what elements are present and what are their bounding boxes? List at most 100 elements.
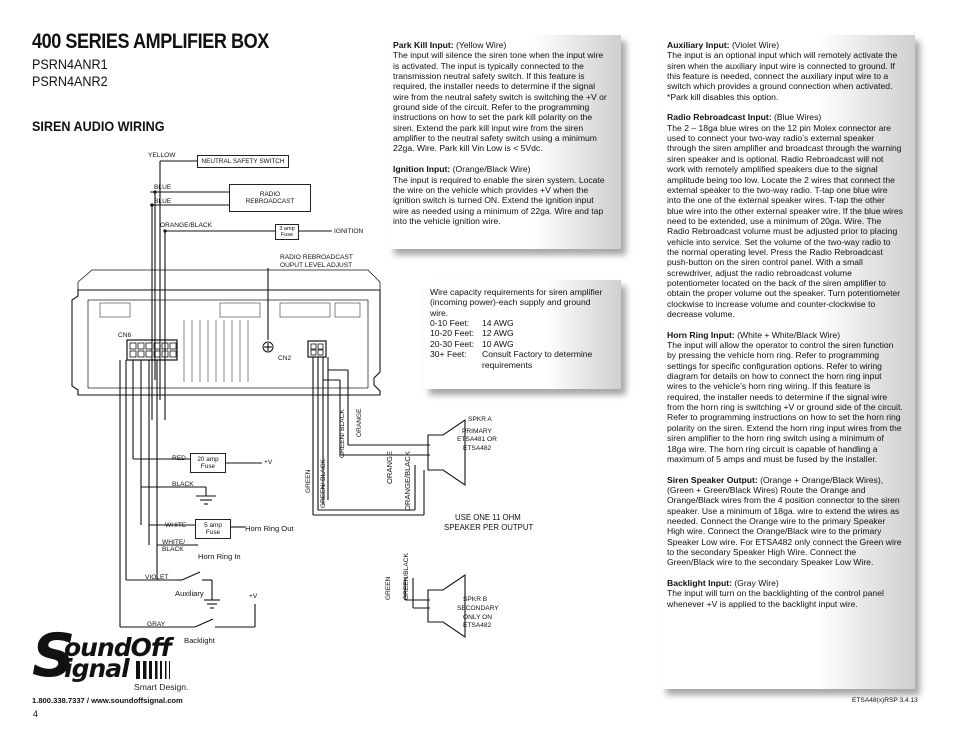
wire-gauge: Consult Factory to determine requirement… xyxy=(482,349,593,370)
label-blue-2: BLUE xyxy=(154,198,172,205)
radio-rebroadcast-body: The 2 – 18ga blue wires on the 12 pin Mo… xyxy=(667,122,903,319)
phone-website: 1.800.338.7337 / www.soundoffsignal.com xyxy=(32,696,183,705)
label-cn2: CN2 xyxy=(278,355,292,362)
label-radio-adjust-1: RADIO REBROADCAST xyxy=(280,254,353,261)
wire-length: 10-20 Feet: xyxy=(430,328,474,339)
table-row: 30+ Feet: Consult Factory to determine re… xyxy=(430,349,607,370)
section-title: SIREN AUDIO WIRING xyxy=(32,118,165,134)
backlight-body: The input will turn on the backlighting … xyxy=(667,588,884,609)
logo-line-2: ignal xyxy=(64,654,130,683)
auxiliary-title: Auxiliary Input: xyxy=(667,40,730,50)
label-use-one-11-ohm: USE ONE 11 OHM xyxy=(455,513,521,522)
siren-speaker-body: Route the Orange and Orange/Black wires … xyxy=(667,484,902,568)
label-red: RED xyxy=(172,455,186,462)
horn-ring-color: (White + White/Black Wire) xyxy=(734,329,841,340)
horn-ring-title: Horn Ring Input: xyxy=(667,329,735,340)
park-kill-paragraph: Park Kill Input: (Yellow Wire)The input … xyxy=(393,40,608,154)
wire-gauge: 14 AWG xyxy=(482,318,514,329)
label-orange-black: ORANGE/BLACK xyxy=(160,222,213,229)
radio-rebroadcast-title: Radio Rebroadcast Input: xyxy=(667,112,772,123)
wire-gauge: 10 AWG xyxy=(482,338,514,349)
radio-rebroadcast-box: RADIO REBROADCAST xyxy=(229,184,311,212)
wire-gauge: 12 AWG xyxy=(482,328,514,339)
wire-capacity-table: 0-10 Feet: 14 AWG 10-20 Feet: 12 AWG 20-30… xyxy=(430,318,607,370)
logo-bars xyxy=(136,661,170,679)
label-violet: VIOLET xyxy=(145,574,169,581)
label-only-on: ONLY ON xyxy=(463,614,493,621)
label-green-vertical-1: GREEN xyxy=(305,469,312,493)
fuse-3amp: 3 amp Fuse xyxy=(275,224,299,240)
label-orange-black-vertical-2: ORANGE/BLACK xyxy=(403,451,412,511)
wire-length: 0-10 Feet: xyxy=(430,318,470,329)
park-kill-title: Park Kill Input: xyxy=(393,40,454,50)
siren-speaker-paragraph: Siren Speaker Output: (Orange + Orange/B… xyxy=(667,475,903,568)
logo-line-1: oundOff xyxy=(64,633,172,662)
ignition-paragraph: Ignition Input: (Orange/Black Wire)The i… xyxy=(393,164,608,226)
park-kill-color: (Yellow Wire) xyxy=(453,40,507,50)
siren-speaker-color: (Orange + Orange/Black Wires), (Green + … xyxy=(667,474,884,495)
label-radio-adjust-2: OUPUT LEVEL ADJUST xyxy=(280,262,353,269)
label-primary: PRIMARY xyxy=(462,428,492,435)
label-horn-ring-in: Horn Ring In xyxy=(198,552,241,561)
fuse-5amp: 5 amp Fuse xyxy=(195,519,231,539)
label-yellow: YELLOW xyxy=(148,152,176,159)
wire-length: 30+ Feet: xyxy=(430,349,467,360)
auxiliary-paragraph: Auxiliary Input: (Violet Wire)The input … xyxy=(667,40,903,102)
label-spkr-a: SPKR A xyxy=(468,416,492,423)
fuse-20amp: 20 amp Fuse xyxy=(190,453,226,473)
label-plus-v-2: +V xyxy=(249,593,258,600)
label-speaker-per-output: SPEAKER PER OUTPUT xyxy=(444,523,534,532)
wire-length: 20-30 Feet: xyxy=(430,338,474,349)
ignition-body: The input is required to enable the sire… xyxy=(393,174,605,226)
label-auxiliary: Auxiliary xyxy=(175,589,204,598)
label-blue-1: BLUE xyxy=(154,184,172,191)
radio-rebroadcast-paragraph: Radio Rebroadcast Input: (Blue Wires)The… xyxy=(667,112,903,319)
horn-ring-body: The input will allow the operator to con… xyxy=(667,340,903,464)
park-kill-body: The input will silence the siren tone wh… xyxy=(393,50,607,154)
label-etsa482-b: ETSA482 xyxy=(463,622,492,629)
label-orange-vertical-2: ORANGE xyxy=(385,451,394,484)
label-black: BLACK xyxy=(172,481,194,488)
auxiliary-color: (Violet Wire) xyxy=(729,40,780,50)
label-backlight: Backlight xyxy=(184,636,215,645)
logo-tagline: Smart Design. xyxy=(134,682,189,692)
ignition-title: Ignition Input: xyxy=(393,164,451,175)
wire-capacity-box: Wire capacity requirements for siren amp… xyxy=(424,280,621,389)
horn-ring-paragraph: Horn Ring Input: (White + White/Black Wi… xyxy=(667,330,903,464)
page-number: 4 xyxy=(33,709,39,719)
label-cn6: CN6 xyxy=(118,332,132,339)
backlight-color: (Gray Wire) xyxy=(731,578,779,589)
auxiliary-body: The input is an optional input which wil… xyxy=(667,50,898,102)
document-code: ETSA48(x)RSP 3.4.13 xyxy=(852,697,918,704)
label-secondary: SECONDARY xyxy=(457,605,499,612)
label-green-black-vertical-2: GREEN/ BLACK xyxy=(320,459,327,508)
label-etsa481-or: ETSA481 OR xyxy=(457,436,497,443)
label-etsa482-a: ETSA482 xyxy=(463,445,492,452)
label-horn-ring-out: Horn Ring Out xyxy=(245,524,294,533)
table-row: 10-20 Feet: 12 AWG xyxy=(430,328,607,338)
table-row: 20-30 Feet: 10 AWG xyxy=(430,339,607,349)
page-title: 400 SERIES AMPLIFIER BOX xyxy=(32,30,269,53)
input-descriptions-box: Auxiliary Input: (Violet Wire)The input … xyxy=(661,35,915,689)
label-white-black: WHITE/ BLACK xyxy=(162,539,186,554)
label-ignition: IGNITION xyxy=(334,228,364,235)
wire-capacity-intro: Wire capacity requirements for siren amp… xyxy=(430,287,603,318)
label-white: WHITE xyxy=(165,522,187,529)
model-number-2: PSRN4ANR2 xyxy=(32,73,108,89)
ignition-color: (Orange/Black Wire) xyxy=(450,164,531,175)
siren-speaker-title: Siren Speaker Output: xyxy=(667,474,758,485)
park-kill-ignition-box: Park Kill Input: (Yellow Wire)The input … xyxy=(389,35,621,249)
backlight-paragraph: Backlight Input: (Gray Wire)The input wi… xyxy=(667,578,903,609)
model-number-1: PSRN4ANR1 xyxy=(32,56,108,72)
label-green-black-vertical-1: GREEN/ BLACK xyxy=(339,409,346,458)
label-green-black-vertical-3: GREEN/BLACK xyxy=(403,553,410,600)
label-plus-v-1: +V xyxy=(264,459,273,466)
label-green-vertical-3: GREEN xyxy=(385,576,392,600)
label-gray: GRAY xyxy=(147,621,166,628)
backlight-title: Backlight Input: xyxy=(667,578,732,589)
table-row: 0-10 Feet: 14 AWG xyxy=(430,318,607,328)
label-orange-vertical-1: ORANGE xyxy=(356,408,363,437)
radio-rebroadcast-color: (Blue Wires) xyxy=(771,112,822,123)
logo-big-s: S xyxy=(32,621,76,691)
